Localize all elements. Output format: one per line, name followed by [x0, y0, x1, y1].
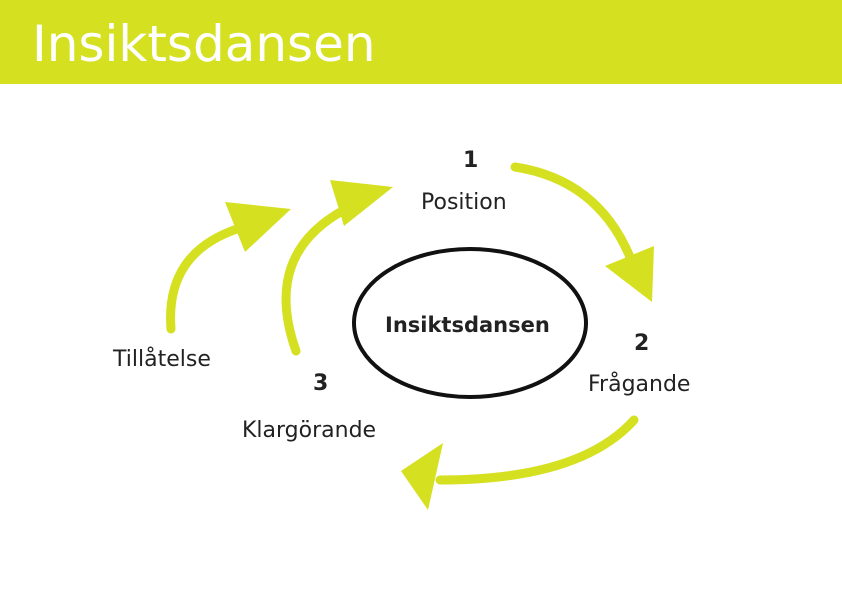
arrowhead-tillatelse [225, 202, 291, 252]
arrow-2-to-3 [435, 415, 639, 485]
header-band [0, 0, 842, 84]
arrowhead-2-to-3 [401, 443, 443, 510]
arrow-1-to-2 [510, 162, 637, 267]
arrow-tillatelse [166, 223, 245, 334]
center-ellipse [352, 247, 588, 399]
step-2-label: Frågande [588, 372, 691, 397]
step-2-number: 2 [634, 331, 650, 356]
tillatelse-label: Tillåtelse [113, 347, 211, 372]
page-title: Insiktsdansen [32, 15, 376, 73]
step-3-number: 3 [313, 371, 329, 396]
arrowhead-3-to-1 [330, 180, 393, 226]
center-label: Insiktsdansen [385, 313, 550, 337]
arrowhead-1-to-2 [605, 246, 654, 302]
step-1-number: 1 [463, 148, 479, 173]
step-3-label: Klargörande [242, 418, 377, 443]
arrow-3-to-1 [281, 205, 349, 356]
step-1-label: Position [421, 190, 507, 215]
